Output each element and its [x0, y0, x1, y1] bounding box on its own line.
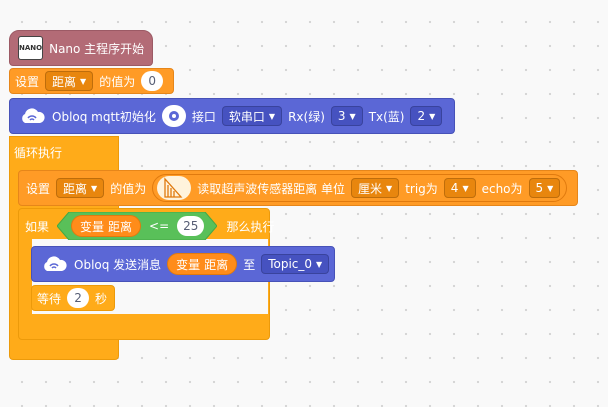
send-label: Obloq 发送消息	[74, 257, 162, 272]
variable-reporter[interactable]: 变量 距离	[71, 215, 142, 237]
topic-dropdown[interactable]: Topic_0▼	[261, 254, 330, 274]
caret-down-icon: ▼	[268, 111, 276, 121]
variable-prefix: 变量	[80, 219, 105, 234]
compare-value-input[interactable]: 25	[177, 216, 205, 236]
trig-value: 4	[450, 181, 459, 195]
set-label: 设置	[15, 74, 40, 89]
tx-value: 2	[417, 109, 426, 123]
caret-down-icon: ▼	[429, 111, 436, 121]
variable-name: 距离	[52, 74, 77, 89]
value-label: 的值为	[110, 181, 147, 196]
echo-label: echo为	[481, 181, 523, 196]
set-value-input[interactable]: 0	[141, 71, 164, 91]
then-label: 那么执行	[226, 219, 275, 234]
rx-label: Rx(绿)	[288, 109, 325, 124]
set-ultrasonic-block[interactable]: 设置 距离▼ 的值为 读取超声波传感器距离 单位 厘米▼ trig为 4▼ ec…	[18, 170, 578, 206]
variable-dropdown[interactable]: 距离▼	[45, 71, 94, 91]
cloud-wifi-icon	[40, 255, 68, 273]
nano-board-icon: NANO	[18, 36, 44, 60]
variable-prefix: 变量	[176, 257, 201, 272]
caret-down-icon: ▼	[349, 111, 356, 121]
lte-operator-block[interactable]: 变量 距离 <= 25	[57, 212, 218, 240]
obloq-init-block[interactable]: Obloq mqtt初始化 接口 软串口▼ Rx(绿) 3▼ Tx(蓝) 2▼	[9, 98, 455, 134]
loop-label: 循环执行	[14, 145, 63, 160]
topic-value: Topic_0	[268, 257, 313, 271]
rx-value: 3	[337, 109, 346, 123]
unit-value: 厘米	[358, 181, 383, 196]
variable-name: 距离	[63, 181, 88, 196]
variable-reporter[interactable]: 变量 距离	[167, 253, 238, 275]
operator-label: <=	[149, 219, 170, 233]
rx-dropdown[interactable]: 3▼	[330, 106, 363, 126]
tx-dropdown[interactable]: 2▼	[410, 106, 443, 126]
cloud-wifi-icon	[18, 107, 46, 125]
caret-down-icon: ▼	[462, 183, 469, 193]
nano-start-hat-block[interactable]: NANO Nano 主程序开始	[9, 30, 153, 66]
trig-dropdown[interactable]: 4▼	[443, 178, 476, 198]
set-variable-block[interactable]: 设置 距离▼ 的值为 0	[9, 68, 174, 94]
unit-dropdown[interactable]: 厘米▼	[351, 178, 400, 198]
set-label: 设置	[26, 181, 51, 196]
if-header: 如果 变量 距离 <= 25 那么执行	[18, 212, 282, 240]
trig-label: trig为	[405, 181, 438, 196]
port-label: 接口	[191, 109, 216, 124]
obloq-send-block[interactable]: Obloq 发送消息 变量 距离 至 Topic_0▼	[31, 246, 335, 282]
echo-dropdown[interactable]: 5▼	[528, 178, 561, 198]
echo-value: 5	[535, 181, 544, 195]
variable-dropdown[interactable]: 距离▼	[56, 178, 105, 198]
tx-label: Tx(蓝)	[368, 109, 405, 124]
value-label: 的值为	[99, 74, 136, 89]
port-dropdown[interactable]: 软串口▼	[221, 106, 283, 126]
loop-header: 循环执行	[9, 140, 70, 164]
wait-unit: 秒	[95, 291, 108, 306]
caret-down-icon: ▼	[386, 183, 393, 193]
if-label: 如果	[25, 219, 50, 234]
to-label: 至	[243, 257, 256, 272]
nano-icon-text: NANO	[19, 44, 43, 52]
hat-label: Nano 主程序开始	[49, 41, 145, 56]
caret-down-icon: ▼	[316, 259, 323, 269]
wait-label: 等待	[37, 291, 62, 306]
caret-down-icon: ▼	[80, 76, 87, 86]
settings-gear-button[interactable]	[161, 105, 186, 127]
variable-name: 距离	[204, 257, 229, 272]
caret-down-icon: ▼	[547, 183, 554, 193]
variable-name: 距离	[108, 219, 133, 234]
ultrasonic-sensor-icon	[157, 176, 192, 200]
caret-down-icon: ▼	[91, 183, 98, 193]
wait-block[interactable]: 等待 2 秒	[31, 285, 115, 311]
wait-value-input[interactable]: 2	[67, 288, 90, 308]
port-value: 软串口	[228, 109, 265, 124]
sensor-label: 读取超声波传感器距离 单位	[197, 181, 346, 196]
ultrasonic-reporter[interactable]: 读取超声波传感器距离 单位 厘米▼ trig为 4▼ echo为 5▼	[152, 174, 568, 202]
gear-icon	[168, 111, 179, 121]
obloq-init-label: Obloq mqtt初始化	[52, 109, 156, 124]
